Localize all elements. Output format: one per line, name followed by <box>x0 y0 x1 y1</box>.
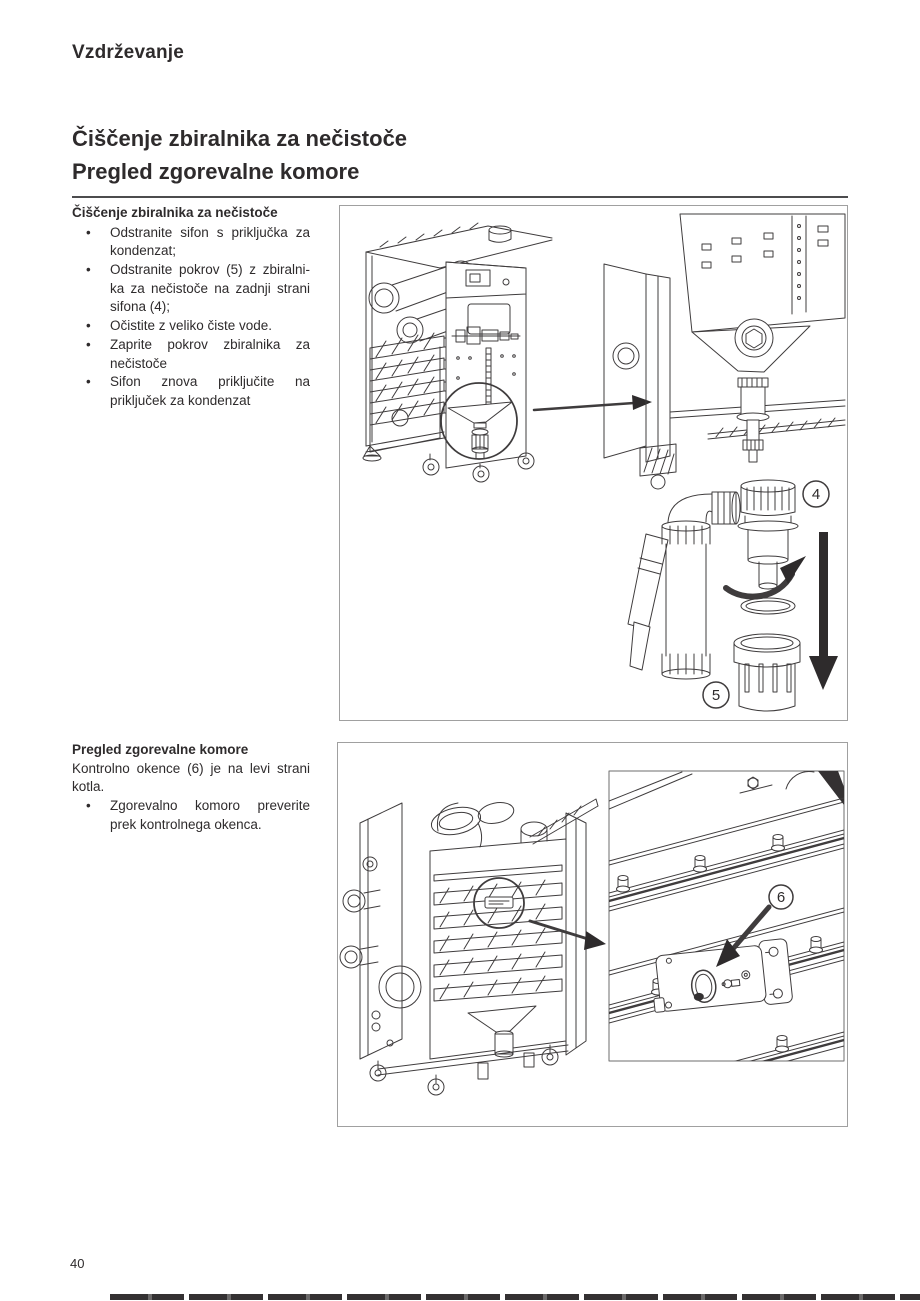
section-cleaning-heading: Čiščenje zbiralnika za nečistoče <box>72 205 278 220</box>
page-title-line2: Pregled zgorevalne komore <box>72 159 360 184</box>
text-line: Očistite z veliko čiste vode. <box>110 318 273 334</box>
bullet-item: • Odstranite sifon s priključka za kondenz… <box>86 224 310 261</box>
bullet-text: Očistite z veliko čiste vode. <box>110 317 310 336</box>
bullet-marker: • <box>86 798 91 814</box>
page-number: 40 <box>70 1256 85 1271</box>
callout-6: 6 <box>768 884 794 910</box>
bullet-text: Zgorevalno komoro preverite prek kontroln… <box>110 797 310 834</box>
bullet-marker: • <box>86 224 91 240</box>
boiler-side-view-drawing <box>339 798 599 1096</box>
bullet-text: Odstranite sifon s priključka za kondenza… <box>110 224 310 261</box>
bullet-text: Odstranite pokrov (5) z zbiralni-ka za n… <box>110 261 310 317</box>
text-line: nečistoče <box>110 355 168 371</box>
text-line: ka za nečistoče na zadnji strani <box>110 280 310 296</box>
text-line: kotla. <box>72 779 105 795</box>
text-line: Odstranite pokrov (5) z zbiralni- <box>110 262 310 278</box>
text-line: kondenzat; <box>110 243 177 259</box>
figure-inspection-window: 6 <box>337 742 848 1127</box>
siphon-highlight-circle <box>440 382 518 460</box>
siphon-location-closeup <box>603 213 846 490</box>
rotate-arrow-icon <box>723 556 806 600</box>
inspection-window-drawing: 6 <box>339 770 845 1096</box>
zoom-arrow-icon <box>532 395 652 412</box>
text-line: Sifon znova priključite na <box>110 374 310 390</box>
bullet-marker: • <box>86 262 91 278</box>
inspection-window-plate <box>653 938 793 1013</box>
window-closeup-drawing: 6 <box>609 771 844 1061</box>
text-line: Zgorevalno komoro preverite <box>110 798 310 814</box>
window-highlight-circle <box>473 877 525 929</box>
figure-siphon-cleaning: 4 5 <box>339 205 848 721</box>
boiler-overview-drawing <box>362 222 553 483</box>
bullet-text: Sifon znova priključite na priključek za … <box>110 373 310 410</box>
bullet-item: • Sifon znova priključite na priključek za… <box>86 373 310 410</box>
bullet-marker: • <box>86 318 91 334</box>
zoom-arrow-icon <box>528 919 606 950</box>
callout-4-label: 4 <box>812 486 820 503</box>
section-cleaning-text: Čiščenje zbiralnika za nečistoče • Odstra… <box>72 204 310 411</box>
remove-direction-arrow-icon <box>809 532 838 690</box>
section-inspection-bullets: • Zgorevalno komoro preverite prek kontrol… <box>72 797 310 834</box>
callout-6-label: 6 <box>777 889 785 906</box>
callout-5-label: 5 <box>712 687 720 704</box>
page-title: Čiščenje zbiralnika za nečistoče Pregled… <box>72 122 407 188</box>
siphon-exploded-view <box>627 479 838 712</box>
callout-5: 5 <box>702 681 730 709</box>
text-line: Odstranite sifon s priključka za <box>110 224 310 240</box>
bullet-item: • Odstranite pokrov (5) z zbiralni-ka za … <box>86 261 310 317</box>
text-line: Zaprite pokrov zbiralnika za <box>110 336 310 352</box>
section-inspection-intro: Kontrolno okence (6) je na levi strani ko… <box>72 760 310 797</box>
section-inspection-heading: Pregled zgorevalne komore <box>72 742 249 757</box>
callout-4: 4 <box>802 480 830 508</box>
bullet-text: Zaprite pokrov zbiralnika za nečistoče <box>110 336 310 373</box>
bullet-item: • Zgorevalno komoro preverite prek kontrol… <box>86 797 310 834</box>
bullet-item: • Očistite z veliko čiste vode. <box>86 317 310 336</box>
bullet-marker: • <box>86 374 91 390</box>
bullet-marker: • <box>86 336 91 352</box>
section-cleaning-bullets: • Odstranite sifon s priključka za kondenz… <box>72 224 310 411</box>
siphon-cleaning-drawing: 4 5 <box>362 213 846 712</box>
callout-6-arrow-icon <box>716 904 772 967</box>
text-line: prek kontrolnega okenca. <box>110 816 262 832</box>
section-inspection-text: Pregled zgorevalne komore Kontrolno oken… <box>72 741 310 834</box>
page-title-line1: Čiščenje zbiralnika za nečistoče <box>72 126 408 151</box>
text-line: sifona (4); <box>110 299 171 315</box>
text-line: priključek za kondenzat <box>110 392 251 408</box>
closeup-frame <box>608 770 845 1062</box>
chapter-header: Vzdrževanje <box>72 42 185 63</box>
text-line: Kontrolno okence (6) je na levi strani <box>72 760 310 776</box>
title-rule <box>72 196 848 198</box>
bullet-item: • Zaprite pokrov zbiralnika za nečistoče <box>86 336 310 373</box>
scan-edge-artifact <box>110 1294 920 1300</box>
